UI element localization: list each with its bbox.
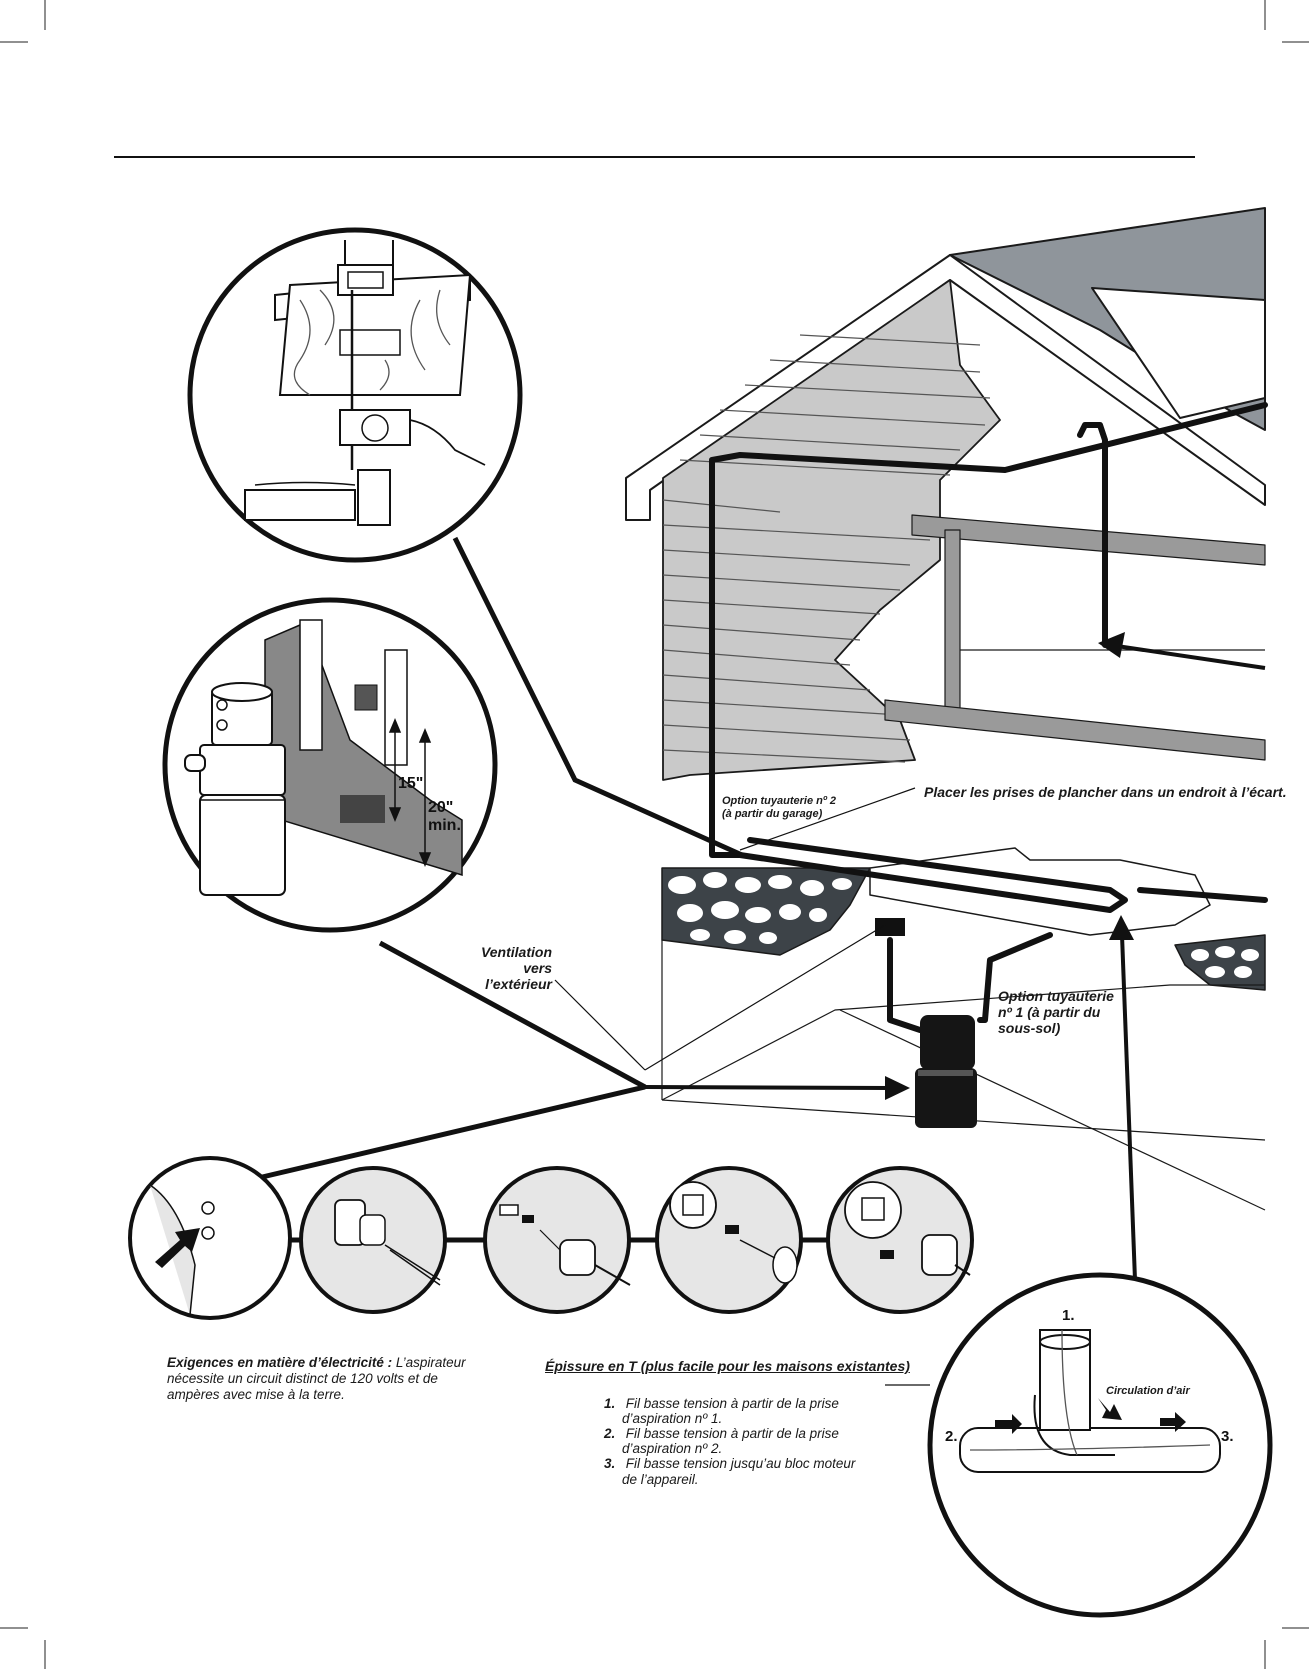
electrical-requirements: Exigences en matière d’électricité : L’a…	[167, 1355, 507, 1404]
tsplice-number-1: 1.	[1062, 1307, 1075, 1324]
pointer-arrows	[644, 632, 1266, 1281]
electrical-text-a: L’aspirateur	[392, 1355, 466, 1370]
piping	[709, 402, 1268, 1033]
tsplice-detail-circle	[927, 1272, 1273, 1618]
tsplice-steps: 1. Fil basse tension à partir de la pris…	[604, 1396, 904, 1487]
roof-opening	[1091, 287, 1266, 419]
detail-circle-inlet	[187, 227, 523, 563]
option2-label: Option tuyauterie nº 2 (à partir du gara…	[722, 795, 836, 820]
electrical-heading: Exigences en matière d’électricité :	[167, 1355, 393, 1370]
foundation-right	[1174, 934, 1266, 991]
floor-inlets-label: Placer les prises de plancher dans un en…	[924, 784, 1287, 800]
option1-label: Option tuyauterie nº 1 (à partir du sous…	[998, 988, 1114, 1036]
vent-label: Ventilation vers l’extérieur	[450, 944, 552, 992]
tsplice-step-2: 2. Fil basse tension à partir de la pris…	[604, 1426, 839, 1457]
step-circle-5	[826, 1166, 974, 1314]
electrical-text-c: ampères avec mise à la terre.	[167, 1387, 345, 1403]
attic-trusses	[884, 514, 1266, 761]
option1-label-line1: Option tuyauterie	[998, 988, 1114, 1004]
connector-bottom-circles	[257, 1084, 646, 1181]
step-circle-2	[299, 1166, 447, 1314]
wiring-step-strip	[128, 1156, 974, 1320]
connector-top-circle	[452, 536, 744, 858]
vent-label-line1: Ventilation vers	[480, 944, 552, 977]
option2-label-line1: Option tuyauterie nº 2	[722, 795, 837, 807]
vacuum-canister	[184, 682, 286, 896]
dimension-15: 15"	[398, 775, 424, 792]
leader-lines	[554, 787, 930, 1386]
step-circle-3	[483, 1166, 631, 1314]
tsplice-title: Épissure en T (plus facile pour les mais…	[545, 1358, 910, 1374]
tsplice-number-2: 2.	[945, 1428, 958, 1445]
step-circle-1	[128, 1156, 292, 1320]
connector-mid-circle	[378, 940, 647, 1090]
vent-label-line2: l’extérieur	[485, 976, 552, 993]
option2-label-line2: (à partir du garage)	[722, 807, 823, 820]
tsplice-step-3: 3. Fil basse tension jusqu’au bloc moteu…	[604, 1456, 856, 1487]
siding	[662, 279, 1001, 781]
dimension-min: min.	[428, 817, 461, 834]
electrical-text-b: nécessite un circuit distinct de 120 vol…	[167, 1371, 438, 1387]
detail-circle-mounting	[162, 597, 498, 933]
option1-label-line3: sous-sol)	[998, 1020, 1061, 1037]
airflow-label: Circulation d’air	[1106, 1385, 1190, 1397]
option1-label-line2: nº 1 (à partir du	[998, 1004, 1101, 1021]
step-circle-4	[655, 1166, 803, 1314]
dimension-20: 20"	[428, 799, 454, 816]
stones	[668, 872, 852, 944]
house	[554, 207, 1268, 1386]
siding-lines	[662, 334, 991, 763]
tsplice-step-1: 1. Fil basse tension à partir de la pris…	[604, 1396, 839, 1427]
central-vacuum-unit	[915, 1015, 977, 1128]
tsplice-number-3: 3.	[1221, 1428, 1234, 1445]
